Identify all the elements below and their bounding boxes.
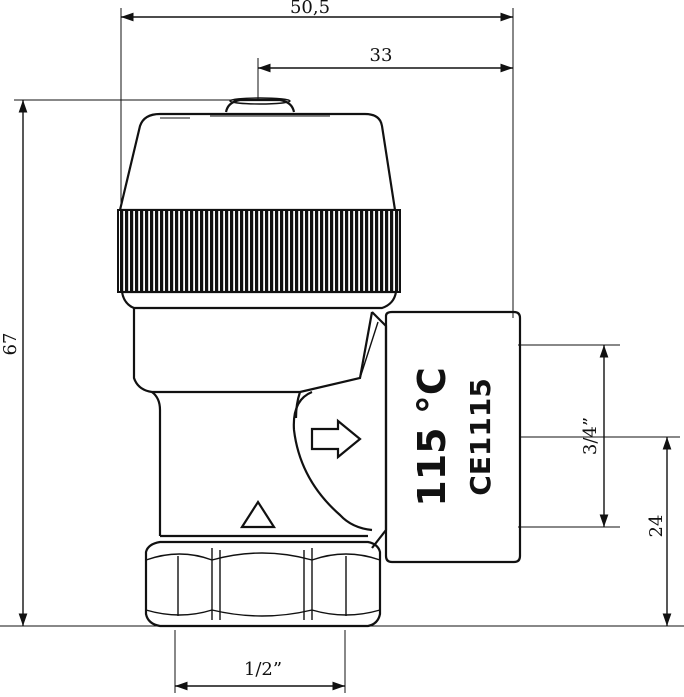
outlet-port: 115 °C CE1115 xyxy=(384,310,522,564)
triangle-icon xyxy=(239,499,277,529)
main-body xyxy=(151,311,388,549)
collar xyxy=(120,290,398,394)
top-cap xyxy=(118,97,397,212)
dim-label-outlet-thread: 3/4” xyxy=(580,417,601,455)
dim-label-overall-width: 50,5 xyxy=(290,0,330,18)
dim-label-inlet-thread: 1/2” xyxy=(244,659,282,680)
stamp-certification: CE1115 xyxy=(464,378,497,496)
valve-body: 115 °C CE1115 xyxy=(117,97,522,628)
dim-label-overall-height: 67 xyxy=(0,333,21,356)
knurled-knob xyxy=(117,209,401,293)
stamp-temperature: 115 °C xyxy=(410,367,454,506)
hex-nut xyxy=(144,540,382,628)
dim-label-outlet-height: 24 xyxy=(646,515,667,538)
arrow-right-icon xyxy=(310,418,362,460)
dim-label-outlet-offset: 33 xyxy=(370,45,393,66)
